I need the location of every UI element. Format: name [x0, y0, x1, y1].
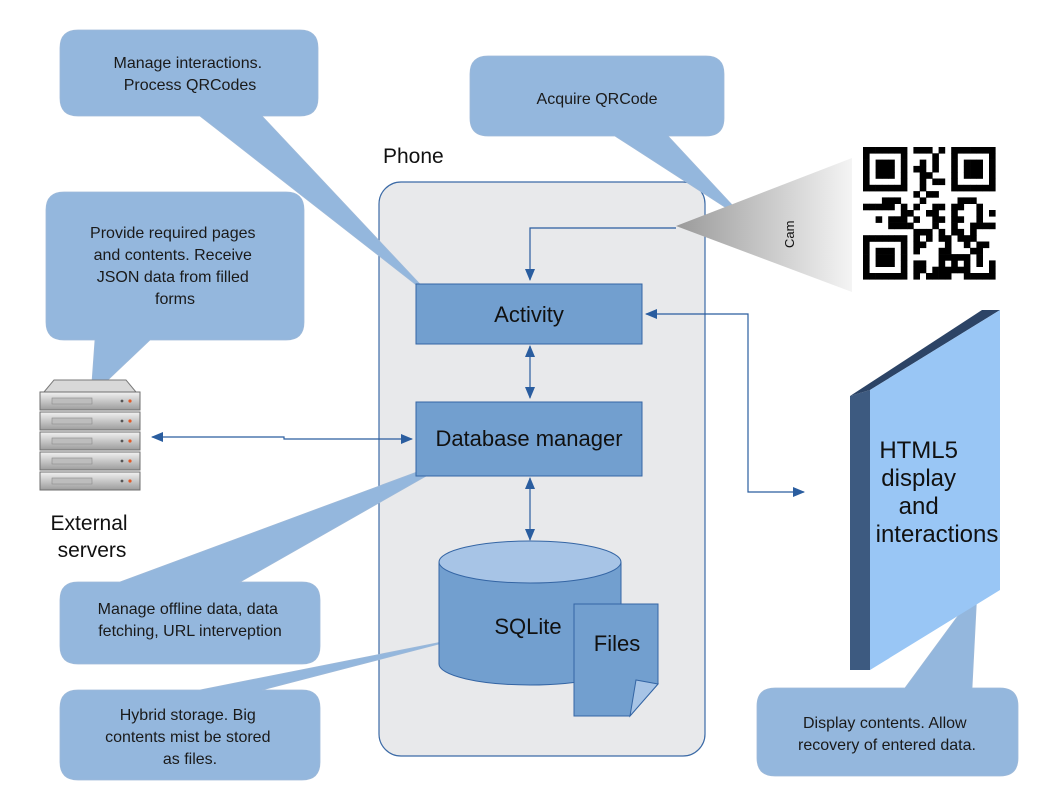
callout-display-line-2: recovery of entered data.: [798, 737, 976, 754]
callout-offline-line-1: Manage offline data, data: [98, 601, 278, 618]
server-rack-icon: [39, 379, 141, 491]
svg-text:HTML5 display and: HTML5 display and interactions: [876, 437, 999, 548]
camera-cone: Cam: [676, 158, 852, 292]
callout-offline: Manage offline data, data fetching, URL …: [59, 454, 464, 665]
html5-line-2: display: [881, 465, 956, 492]
cam-to-activity-arrow: [525, 227, 676, 281]
svg-text:Manage interactions. Pro: Manage interactions. Process QRCodes: [114, 55, 267, 94]
activity-html5-arrow: [645, 309, 805, 497]
callout-offline-line-2: fetching, URL interveption: [98, 623, 282, 640]
activity-label: Activity: [494, 302, 564, 327]
files-document: Files: [573, 603, 659, 718]
callout-servers-line-1: Provide required pages: [90, 225, 255, 242]
phone-label: Phone: [383, 145, 444, 168]
connectors: [151, 227, 805, 541]
external-servers-line-1: External: [51, 512, 128, 535]
activity-box: Activity: [415, 283, 643, 345]
callout-storage-line-3: as files.: [163, 751, 217, 768]
svg-text:Display contents. Allow: Display contents. Allow recovery of ente…: [798, 715, 976, 754]
sqlite-label: SQLite: [494, 614, 561, 639]
callout-storage: Hybrid storage. Big contents mist be sto…: [59, 637, 463, 781]
servers-dbmanager-arrow: [151, 432, 413, 444]
svg-text:Acquire QRCode: Acquire QRCode: [537, 91, 658, 108]
callout-interactions-line-2: Process QRCodes: [124, 77, 257, 94]
html5-display-screen: HTML5 display and interactions: [850, 310, 1000, 670]
svg-text:External servers: External servers: [51, 512, 134, 562]
svg-text:Hybrid storage. Big cont: Hybrid storage. Big contents mist be sto…: [105, 707, 275, 768]
callout-servers-line-2: and contents. Receive: [94, 247, 252, 264]
external-servers-line-2: servers: [58, 539, 127, 562]
callout-servers-line-3: JSON data from filled: [97, 269, 249, 286]
callout-storage-line-1: Hybrid storage. Big: [120, 707, 256, 724]
svg-text:Provide required pages a: Provide required pages and contents. Rec…: [90, 225, 260, 308]
html5-line-4: interactions: [876, 521, 999, 548]
callout-interactions: Manage interactions. Process QRCodes: [59, 29, 434, 299]
qr-code-image: [863, 147, 996, 280]
callout-qrcode-line-1: Acquire QRCode: [537, 91, 658, 108]
svg-text:Manage offline data, data: Manage offline data, data fetching, URL …: [98, 601, 283, 640]
callout-servers-line-4: forms: [155, 291, 195, 308]
files-label: Files: [594, 631, 640, 656]
callout-servers: Provide required pages and contents. Rec…: [45, 191, 305, 397]
html5-line-1: HTML5: [879, 437, 958, 464]
callout-display: Display contents. Allow recovery of ente…: [756, 588, 1019, 777]
callout-qrcode: Acquire QRCode: [469, 55, 749, 223]
html5-line-3: and: [899, 493, 939, 520]
callout-storage-line-2: contents mist be stored: [105, 729, 270, 746]
cam-label: Cam: [782, 221, 797, 248]
database-manager-label: Database manager: [435, 426, 622, 451]
callout-display-line-1: Display contents. Allow: [803, 715, 967, 732]
database-manager-box: Database manager: [415, 401, 643, 477]
callout-interactions-line-1: Manage interactions.: [114, 55, 263, 72]
